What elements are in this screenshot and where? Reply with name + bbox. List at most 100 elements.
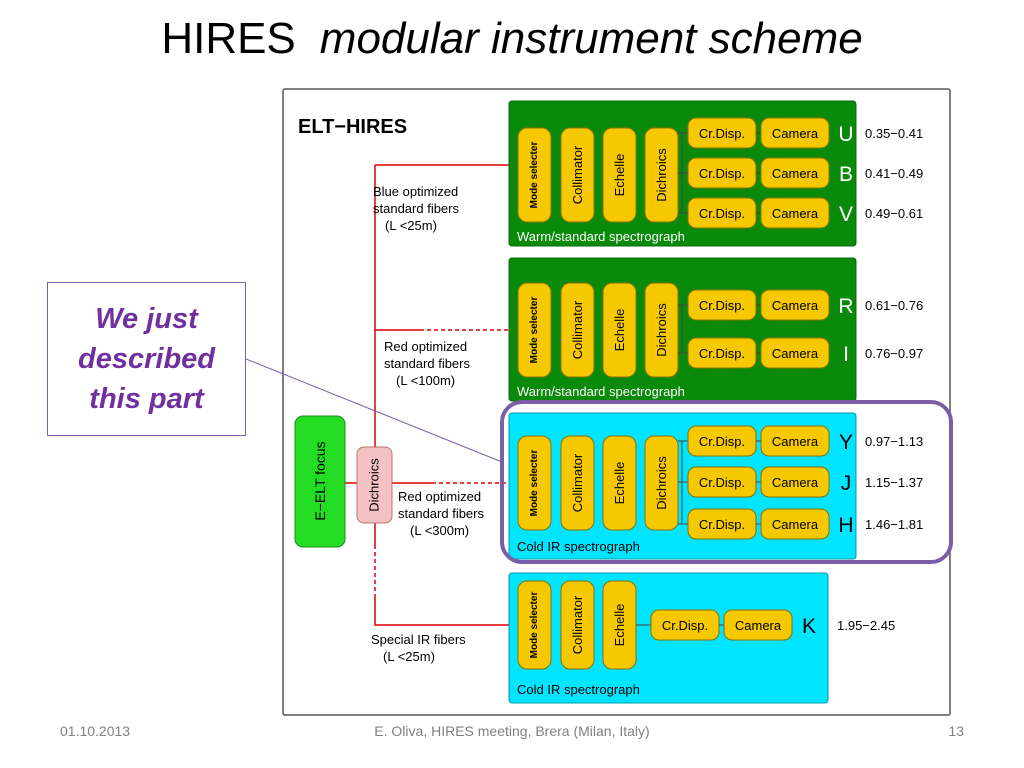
stage-label-1-2: Echelle bbox=[612, 309, 627, 352]
camera-0-0 bbox=[760, 117, 830, 149]
wavelength-range-0-1: 0.41−0.49 bbox=[865, 166, 923, 181]
footer-date: 01.10.2013 bbox=[60, 723, 131, 739]
stage-0-2 bbox=[602, 127, 637, 223]
camera-2-1 bbox=[760, 466, 830, 498]
title-subtitle: modular instrument scheme bbox=[319, 14, 863, 63]
band-letter-2-2: H bbox=[838, 514, 853, 537]
camera-3-0 bbox=[723, 609, 793, 641]
cross-disperser-label-2-0: Cr.Disp. bbox=[699, 434, 745, 449]
band-letter-2-1: J bbox=[841, 472, 852, 495]
stage-1-3 bbox=[644, 282, 679, 378]
wavelength-range-2-2: 1.46−1.81 bbox=[865, 517, 923, 532]
camera-label-3-0: Camera bbox=[735, 618, 782, 633]
band-letter-0-1: B bbox=[839, 163, 853, 186]
eelt-focus-box bbox=[294, 415, 346, 548]
highlight-box bbox=[500, 400, 953, 564]
fiber-label-0-1: standard fibers bbox=[373, 201, 459, 216]
cross-disperser-label-3-0: Cr.Disp. bbox=[662, 618, 708, 633]
stage-label-2-3: Dichroics bbox=[654, 456, 669, 510]
diagram-header: ELT−HIRES bbox=[298, 116, 407, 138]
stage-1-1 bbox=[560, 282, 595, 378]
stage-label-3-0: Mode selecter bbox=[529, 592, 540, 659]
stage-label-2-2: Echelle bbox=[612, 462, 627, 505]
cross-disperser-label-2-2: Cr.Disp. bbox=[699, 517, 745, 532]
dichroic-splitter-label: Dichroics bbox=[367, 458, 382, 512]
fiber-special-ir bbox=[374, 598, 518, 626]
fiber-label-2-1: standard fibers bbox=[398, 506, 484, 521]
camera-1-0 bbox=[760, 289, 830, 321]
stage-1-2 bbox=[602, 282, 637, 378]
title-main: HIRES bbox=[161, 14, 296, 63]
stage-label-2-1: Collimator bbox=[570, 453, 585, 512]
stage-label-3-2: Echelle bbox=[612, 604, 627, 647]
cross-disperser-label-0-0: Cr.Disp. bbox=[699, 126, 745, 141]
stage-label-0-3: Dichroics bbox=[654, 148, 669, 202]
fiber-label-2-0: Red optimized bbox=[398, 489, 481, 504]
spectrograph-label-1: Warm/standard spectrograph bbox=[517, 384, 685, 399]
stage-2-2 bbox=[602, 435, 637, 531]
dichroic-splitter bbox=[356, 446, 393, 524]
wavelength-range-2-0: 0.97−1.13 bbox=[865, 434, 923, 449]
stage-3-1 bbox=[560, 580, 595, 670]
wavelength-range-0-2: 0.49−0.61 bbox=[865, 206, 923, 221]
eelt-focus-label: E−ELT focus bbox=[312, 441, 328, 520]
camera-label-1-0: Camera bbox=[772, 298, 819, 313]
wavelength-range-1-1: 0.76−0.97 bbox=[865, 346, 923, 361]
stage-2-1 bbox=[560, 435, 595, 531]
band-letter-3-0: K bbox=[802, 615, 816, 638]
cross-disperser-label-1-1: Cr.Disp. bbox=[699, 346, 745, 361]
fiber-label-3-0: Special IR fibers bbox=[371, 632, 466, 647]
cross-disperser-label-0-2: Cr.Disp. bbox=[699, 206, 745, 221]
cross-disperser-label-0-1: Cr.Disp. bbox=[699, 166, 745, 181]
fiber-label-3-1: (L <25m) bbox=[383, 649, 435, 664]
band-letter-0-2: V bbox=[839, 203, 853, 226]
camera-label-0-0: Camera bbox=[772, 126, 819, 141]
wavelength-range-2-1: 1.15−1.37 bbox=[865, 475, 923, 490]
stage-2-3 bbox=[644, 435, 679, 531]
spectrograph-label-2: Cold IR spectrograph bbox=[517, 539, 640, 554]
callout-text: We just described this part bbox=[78, 303, 215, 415]
fiber-label-0-0: Blue optimized bbox=[373, 184, 458, 199]
band-letter-1-0: R bbox=[838, 295, 853, 318]
fiber-label-1-2: (L <100m) bbox=[396, 373, 455, 388]
stage-label-0-0: Mode selecter bbox=[529, 142, 540, 209]
footer-page-number: 13 bbox=[948, 723, 964, 739]
camera-2-0 bbox=[760, 425, 830, 457]
camera-label-1-1: Camera bbox=[772, 346, 819, 361]
cross-disperser-label-2-1: Cr.Disp. bbox=[699, 475, 745, 490]
stage-1-0 bbox=[517, 282, 552, 378]
fiber-label-2-2: (L <300m) bbox=[410, 523, 469, 538]
stage-label-0-1: Collimator bbox=[570, 145, 585, 204]
stage-label-1-1: Collimator bbox=[570, 300, 585, 359]
stage-0-1 bbox=[560, 127, 595, 223]
wavelength-range-3-0: 1.95−2.45 bbox=[837, 618, 895, 633]
spectrograph-label-0: Warm/standard spectrograph bbox=[517, 229, 685, 244]
callout-box: We just described this part bbox=[47, 282, 246, 436]
stage-0-0 bbox=[517, 127, 552, 223]
stage-0-3 bbox=[644, 127, 679, 223]
wavelength-range-0-0: 0.35−0.41 bbox=[865, 126, 923, 141]
wavelength-range-1-0: 0.61−0.76 bbox=[865, 298, 923, 313]
band-letter-2-0: Y bbox=[839, 431, 853, 454]
stage-2-0 bbox=[517, 435, 552, 531]
slide-title: HIRES modular instrument scheme bbox=[0, 14, 1024, 64]
band-letter-1-1: I bbox=[843, 343, 849, 366]
camera-label-0-2: Camera bbox=[772, 206, 819, 221]
camera-1-1 bbox=[760, 337, 830, 369]
fiber-label-0-2: (L <25m) bbox=[385, 218, 437, 233]
camera-0-1 bbox=[760, 157, 830, 189]
camera-label-0-1: Camera bbox=[772, 166, 819, 181]
camera-label-2-0: Camera bbox=[772, 434, 819, 449]
band-letter-0-0: U bbox=[838, 123, 853, 146]
camera-label-2-2: Camera bbox=[772, 517, 819, 532]
camera-0-2 bbox=[760, 197, 830, 229]
callout-connector bbox=[245, 358, 503, 463]
camera-label-2-1: Camera bbox=[772, 475, 819, 490]
spectrograph-label-3: Cold IR spectrograph bbox=[517, 682, 640, 697]
camera-2-2 bbox=[760, 508, 830, 540]
stage-label-3-1: Collimator bbox=[570, 595, 585, 654]
stage-label-1-3: Dichroics bbox=[654, 303, 669, 357]
footer-center: E. Oliva, HIRES meeting, Brera (Milan, I… bbox=[374, 723, 650, 739]
fiber-label-1-0: Red optimized bbox=[384, 339, 467, 354]
